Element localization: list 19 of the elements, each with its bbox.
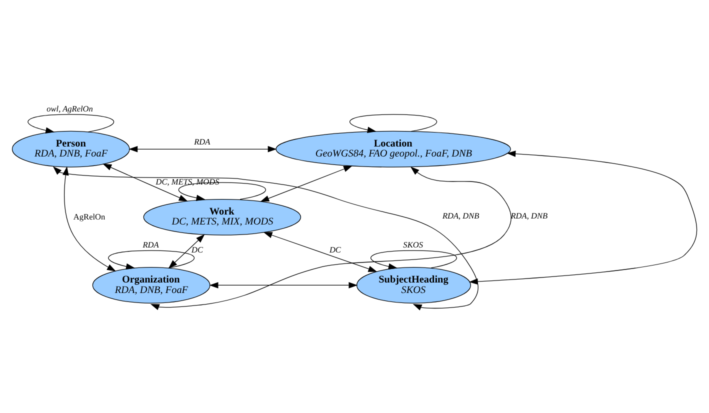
arrow: [102, 163, 188, 201]
arrow: [178, 182, 266, 200]
arrow: [128, 146, 277, 152]
arrow: [468, 150, 698, 284]
node-ellipse: Location GeoWGS84, FAO geopol., FoaF, DNB: [276, 130, 511, 167]
arrow: [28, 114, 114, 133]
arrow: [62, 166, 116, 271]
arrow: [260, 165, 353, 202]
node-ellipse: Person RDA, DNB, FoaF: [12, 130, 130, 167]
arrow: [150, 166, 512, 310]
arrow: [108, 250, 194, 270]
arrow: [168, 234, 205, 268]
arrow: [209, 282, 358, 288]
arrow: [370, 250, 457, 270]
node-ellipse: Organization RDA, DNB, FoaF: [92, 266, 210, 303]
arrow: [52, 166, 478, 310]
node-ellipse: Work DC, METS, MIX, MODS: [143, 198, 302, 235]
arrow: [263, 232, 378, 272]
arrow: [349, 114, 437, 132]
